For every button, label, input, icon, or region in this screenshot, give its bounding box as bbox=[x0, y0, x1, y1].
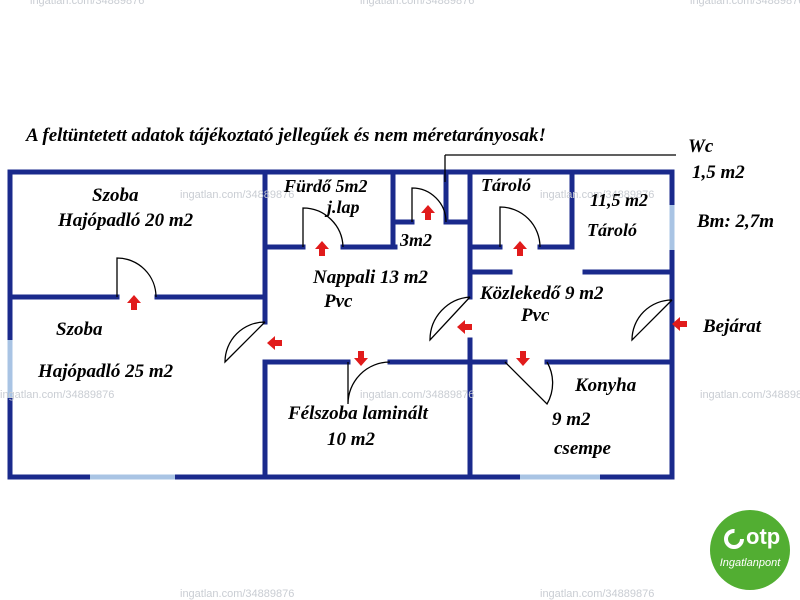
windows bbox=[7, 205, 675, 480]
watermark-top-3: ingatlan.com/34889876 bbox=[690, 0, 800, 7]
disclaimer-text: A feltüntetett adatok tájékoztató jelleg… bbox=[26, 125, 546, 146]
label-nappali-floor: Pvc bbox=[324, 291, 353, 312]
otp-swirl-icon bbox=[724, 529, 744, 549]
label-nappali: Nappali 13 m2 bbox=[313, 267, 429, 288]
door-felszoba bbox=[347, 361, 391, 405]
logo-brand: otp bbox=[746, 524, 781, 549]
watermark-mid-4: ingatlan.com/34889876 bbox=[360, 389, 475, 401]
label-furdo: Fürdő 5m2 bbox=[284, 176, 368, 196]
watermark-top-1: ingatlan.com/34889876 bbox=[30, 0, 145, 7]
label-kozlekedo-floor: Pvc bbox=[521, 305, 550, 326]
arrow-up-wc bbox=[421, 205, 435, 220]
arrow-down-konyha bbox=[516, 351, 530, 366]
label-bejarat: Bejárat bbox=[703, 316, 762, 337]
watermark-mid-5: ingatlan.com/34889876 bbox=[700, 389, 800, 401]
watermark-top-2: ingatlan.com/34889876 bbox=[360, 0, 475, 7]
watermark-mid-1: ingatlan.com/34889876 bbox=[180, 189, 295, 201]
arrow-up-szoba bbox=[127, 295, 141, 310]
arrow-up-tarolo bbox=[513, 241, 527, 256]
watermark-mid-2: ingatlan.com/34889876 bbox=[540, 189, 655, 201]
door-szoba bbox=[116, 257, 157, 298]
label-3m2: 3m2 bbox=[400, 230, 433, 250]
watermark-mid-3: ingatlan.com/34889876 bbox=[0, 389, 115, 401]
exterior-walls bbox=[7, 169, 675, 480]
arrow-up-furdo bbox=[315, 241, 329, 256]
door-konyha bbox=[504, 361, 554, 406]
doors bbox=[116, 154, 676, 406]
label-felszoba: Félszoba laminált bbox=[288, 403, 428, 424]
label-tarolo-1: Tároló bbox=[481, 175, 532, 195]
label-wc-area: 1,5 m2 bbox=[692, 162, 745, 183]
label-konyha-area: 9 m2 bbox=[552, 409, 591, 430]
logo-subtitle: Ingatlanpont bbox=[719, 557, 781, 569]
arrow-down-felszoba bbox=[354, 351, 368, 366]
label-furdo-floor: j.lap bbox=[327, 197, 360, 217]
door-wc bbox=[411, 187, 447, 223]
direction-arrows bbox=[127, 205, 687, 366]
door-furdo bbox=[302, 207, 344, 248]
label-kozlekedo: Közlekedő 9 m2 bbox=[480, 283, 604, 304]
label-tarolo-2: Tároló bbox=[587, 220, 638, 240]
label-wc: Wc bbox=[688, 136, 714, 157]
door-tarolo bbox=[499, 206, 541, 248]
label-konyha: Konyha bbox=[575, 375, 637, 396]
label-konyha-floor: csempe bbox=[554, 438, 611, 459]
arrow-left-bejarat bbox=[672, 317, 687, 331]
label-felszoba-area: 10 m2 bbox=[327, 429, 376, 450]
label-tarolo-2-area: 11,5 m2 bbox=[590, 190, 649, 210]
door-kozlekedo-left bbox=[429, 296, 471, 342]
arrow-left-nappali bbox=[267, 336, 282, 350]
watermark-bottom-1: ingatlan.com/34889876 bbox=[180, 588, 295, 600]
arrow-left-kozlekedo bbox=[457, 320, 472, 334]
label-szoba-1: Szoba bbox=[92, 185, 139, 206]
otp-ingatlanpont-logo: otp Ingatlanpont bbox=[710, 510, 790, 590]
label-szoba-1-floor: Hajópadló 20 m2 bbox=[58, 210, 194, 231]
label-bm: Bm: 2,7m bbox=[697, 211, 775, 232]
interior-walls bbox=[7, 169, 675, 480]
label-szoba-2: Szoba bbox=[56, 319, 103, 340]
label-szoba-2-floor: Hajópadló 25 m2 bbox=[38, 361, 174, 382]
door-bejarat bbox=[631, 299, 673, 342]
watermark-bottom-2: ingatlan.com/34889876 bbox=[540, 588, 655, 600]
door-nappali-left bbox=[224, 321, 266, 364]
